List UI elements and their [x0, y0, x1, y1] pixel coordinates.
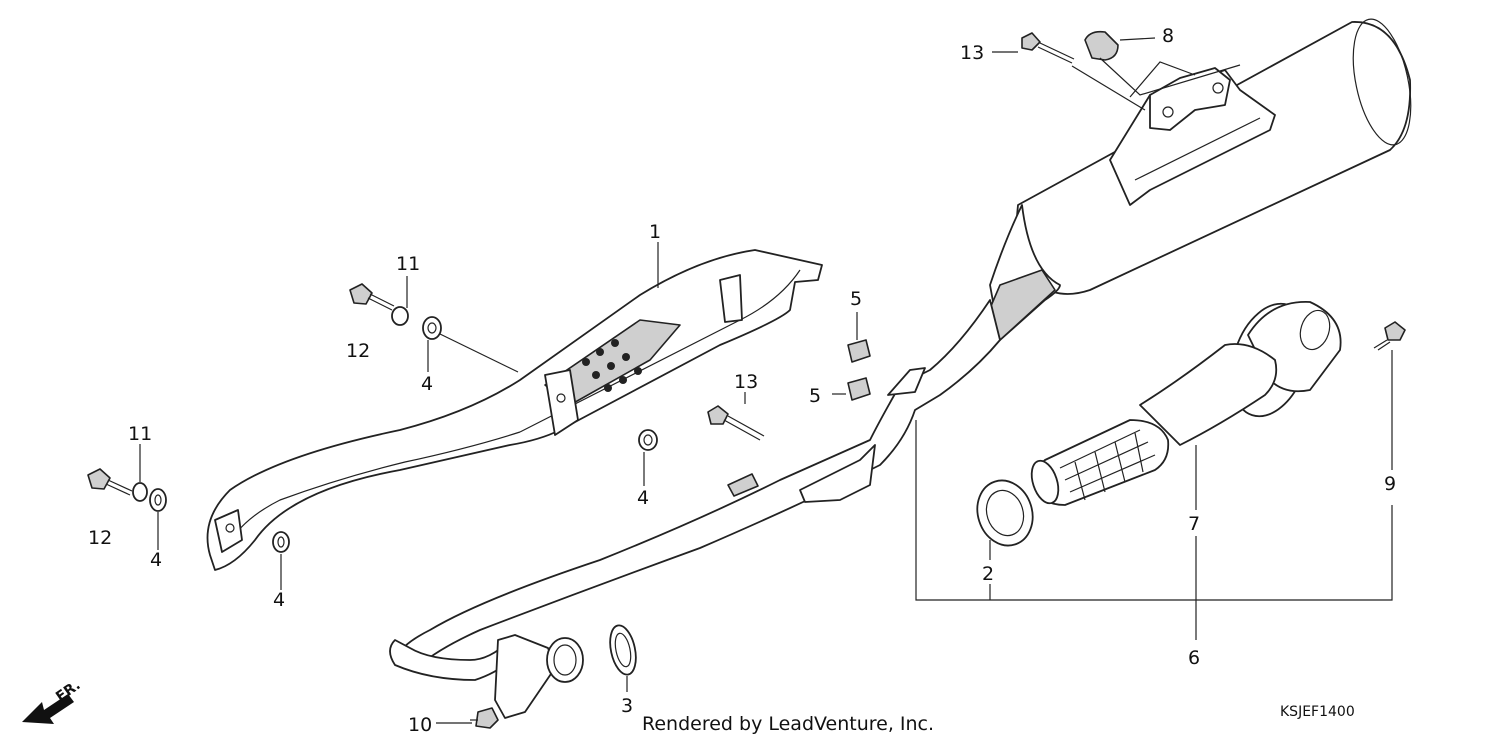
label-part-4-a: 4	[421, 373, 433, 395]
collar-4-lower-left[interactable]	[149, 488, 167, 512]
gasket-3[interactable]	[606, 623, 640, 677]
label-part-13-a: 13	[960, 42, 984, 64]
label-part-7: 7	[1188, 513, 1200, 535]
muffler-body[interactable]	[984, 14, 1421, 341]
exhaust-pipe[interactable]	[389, 299, 1001, 719]
label-part-12-a: 12	[346, 340, 370, 362]
label-part-12-b: 12	[88, 527, 112, 549]
rubber-5-lower[interactable]	[847, 377, 871, 401]
label-part-13-b: 13	[734, 371, 758, 393]
label-part-9: 9	[1384, 473, 1396, 495]
front-direction-arrow: FR.	[22, 677, 84, 724]
rubber-5-upper[interactable]	[847, 339, 871, 363]
label-part-6: 6	[1188, 647, 1200, 669]
label-part-5-a: 5	[850, 288, 862, 310]
label-part-2: 2	[982, 563, 994, 585]
leader-lines	[139, 37, 1393, 724]
collar-4-bottom[interactable]	[272, 531, 290, 553]
label-part-3: 3	[621, 695, 633, 717]
tail-pipe-assembly[interactable]	[1027, 294, 1342, 507]
bolt-12-lower[interactable]	[87, 468, 133, 496]
bolt-13-middle[interactable]	[707, 405, 765, 441]
washer-11-lower[interactable]	[132, 482, 148, 502]
bolt-9[interactable]	[1373, 321, 1406, 351]
bolt-12-upper[interactable]	[349, 283, 395, 311]
label-part-4-c: 4	[150, 549, 162, 571]
grommet-8[interactable]	[1084, 30, 1119, 61]
collar-4-upper[interactable]	[422, 316, 442, 340]
credit-text: Rendered by LeadVenture, Inc.	[642, 713, 934, 735]
label-part-4-d: 4	[273, 589, 285, 611]
collar-4-protector[interactable]	[638, 429, 658, 451]
label-part-10: 10	[408, 714, 432, 736]
gasket-2[interactable]	[969, 473, 1041, 552]
label-part-11-b: 11	[128, 423, 152, 445]
label-part-11-a: 11	[396, 253, 420, 275]
washer-11-upper[interactable]	[391, 306, 409, 326]
label-part-4-b: 4	[637, 487, 649, 509]
label-part-1: 1	[649, 221, 661, 243]
part-labels: 1 2 3 4 4 4 4 5 5 6 7 8 9 10 11 11 12 12…	[88, 25, 1396, 736]
label-part-8: 8	[1162, 25, 1174, 47]
diagram-code: KSJEF1400	[1280, 704, 1355, 720]
exhaust-protector[interactable]	[206, 249, 823, 571]
label-part-5-b: 5	[809, 385, 821, 407]
nut-10[interactable]	[470, 707, 499, 729]
bolt-13-top[interactable]	[1021, 32, 1075, 64]
